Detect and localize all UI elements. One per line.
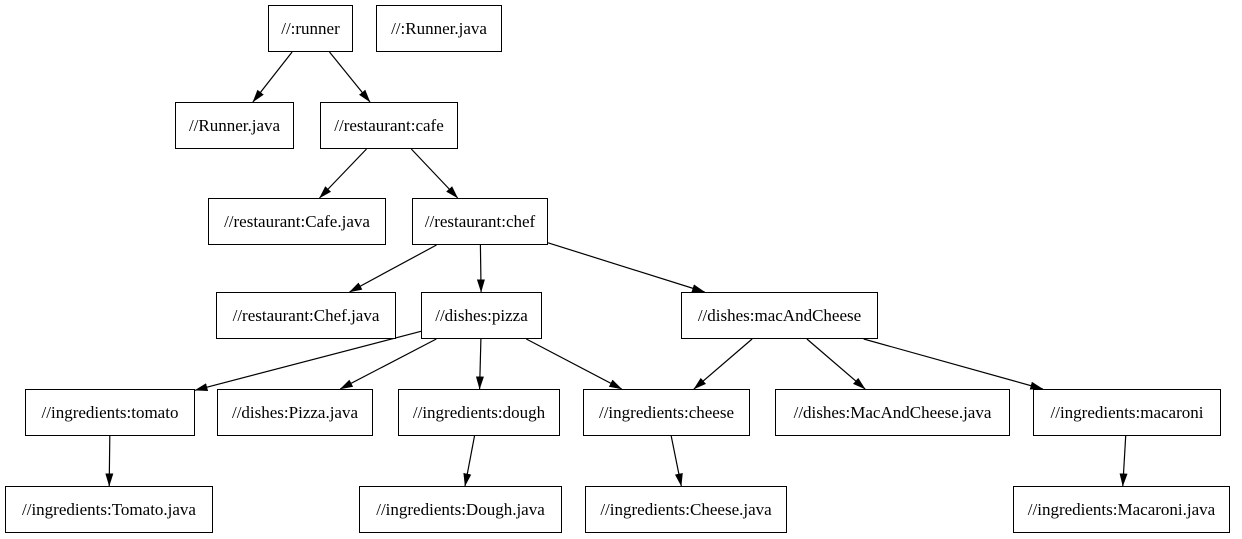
graph-edge-tomato-to-tomato-java bbox=[105, 435, 114, 487]
graph-node-dough-java: //ingredients:Dough.java bbox=[359, 486, 562, 533]
graph-edge-pizza-to-cheese bbox=[526, 338, 623, 390]
graph-edge-pizza-to-pizza-java bbox=[339, 338, 437, 390]
graph-node-chef-java: //restaurant:Chef.java bbox=[216, 292, 396, 339]
graph-edge-chef-to-chef-java bbox=[349, 244, 437, 293]
graph-edge-mac-and-cheese-to-cheese bbox=[693, 338, 753, 390]
graph-edge-chef-to-mac-and-cheese bbox=[547, 242, 706, 293]
graph-node-pizza-java: //dishes:Pizza.java bbox=[217, 389, 373, 436]
graph-node-runner: //:runner bbox=[268, 5, 353, 52]
graph-edge-macaroni-to-macaroni-java bbox=[1119, 435, 1128, 487]
graph-edge-mac-and-cheese-to-mac-and-cheese-java bbox=[806, 338, 866, 390]
graph-node-cheese-java: //ingredients:Cheese.java bbox=[585, 486, 787, 533]
graph-node-macaroni: //ingredients:macaroni bbox=[1033, 389, 1221, 436]
graph-edge-runner-to-cafe bbox=[329, 51, 371, 103]
graph-edge-runner-to-runner-java bbox=[252, 51, 293, 103]
graph-node-tomato: //ingredients:tomato bbox=[25, 389, 195, 436]
graph-node-tomato-java: //ingredients:Tomato.java bbox=[5, 486, 213, 533]
graph-edge-dough-to-dough-java bbox=[463, 435, 476, 487]
graph-edge-cafe-to-chef bbox=[410, 148, 459, 199]
graph-edge-pizza-to-dough bbox=[475, 338, 484, 390]
graph-node-mac-and-cheese-java: //dishes:MacAndCheese.java bbox=[775, 389, 1010, 436]
graph-node-mac-and-cheese: //dishes:macAndCheese bbox=[681, 292, 878, 339]
graph-node-cafe-java: //restaurant:Cafe.java bbox=[208, 198, 386, 245]
graph-edge-cheese-to-cheese-java bbox=[670, 435, 683, 487]
graph-node-pizza: //dishes:pizza bbox=[421, 292, 542, 339]
graph-node-runner-java-root: //:Runner.java bbox=[376, 5, 502, 52]
graph-node-chef: //restaurant:chef bbox=[412, 198, 548, 245]
graph-node-dough: //ingredients:dough bbox=[398, 389, 560, 436]
graph-node-cheese: //ingredients:cheese bbox=[583, 389, 750, 436]
graph-edge-pizza-to-tomato bbox=[194, 330, 422, 392]
graph-node-cafe: //restaurant:cafe bbox=[320, 102, 458, 149]
graph-edge-cafe-to-cafe-java bbox=[319, 148, 367, 199]
graph-edge-mac-and-cheese-to-macaroni bbox=[863, 338, 1044, 390]
graph-edge-chef-to-pizza bbox=[476, 244, 485, 293]
graph-node-runner-java: //Runner.java bbox=[175, 102, 294, 149]
graph-node-macaroni-java: //ingredients:Macaroni.java bbox=[1013, 486, 1230, 533]
